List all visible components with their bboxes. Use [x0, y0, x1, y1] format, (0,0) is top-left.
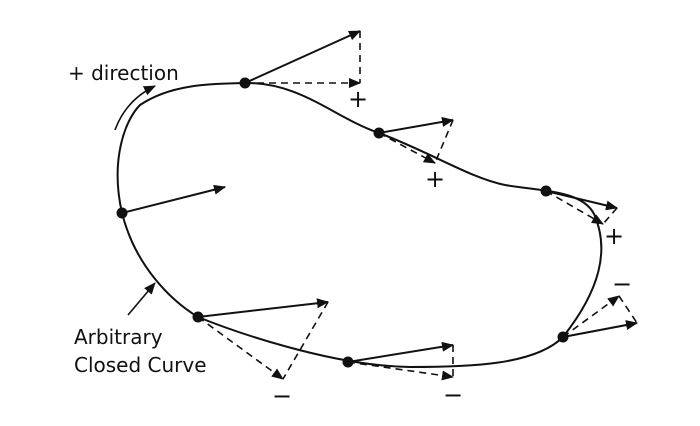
field-vector [121, 184, 226, 214]
field-vector [562, 320, 638, 338]
field-vector [378, 116, 454, 134]
tangent-component [378, 132, 436, 164]
curve-label-pointer [127, 282, 156, 316]
sign-plus: + [425, 165, 445, 193]
tangent-component [347, 361, 454, 381]
normal-component [434, 119, 454, 164]
field-vector [244, 30, 361, 84]
tangent-component [197, 316, 284, 380]
sign-minus: − [443, 381, 463, 409]
normal-component [618, 295, 638, 324]
direction-arrow [114, 85, 156, 131]
sign-minus: − [272, 382, 292, 410]
curve-label-line2: Closed Curve [74, 353, 207, 377]
field-vector [347, 341, 454, 363]
sign-plus: + [348, 85, 368, 113]
closed-curve [116, 81, 603, 369]
curve-label-line1: Arbitrary [74, 325, 163, 349]
tangent-component [545, 190, 604, 225]
normal-component [602, 207, 618, 225]
normal-component [282, 301, 329, 380]
field-vector [197, 298, 329, 318]
direction-label: + direction [68, 61, 179, 85]
field-vector [545, 190, 618, 211]
sign-minus: − [612, 270, 632, 298]
sign-plus: + [604, 222, 624, 250]
